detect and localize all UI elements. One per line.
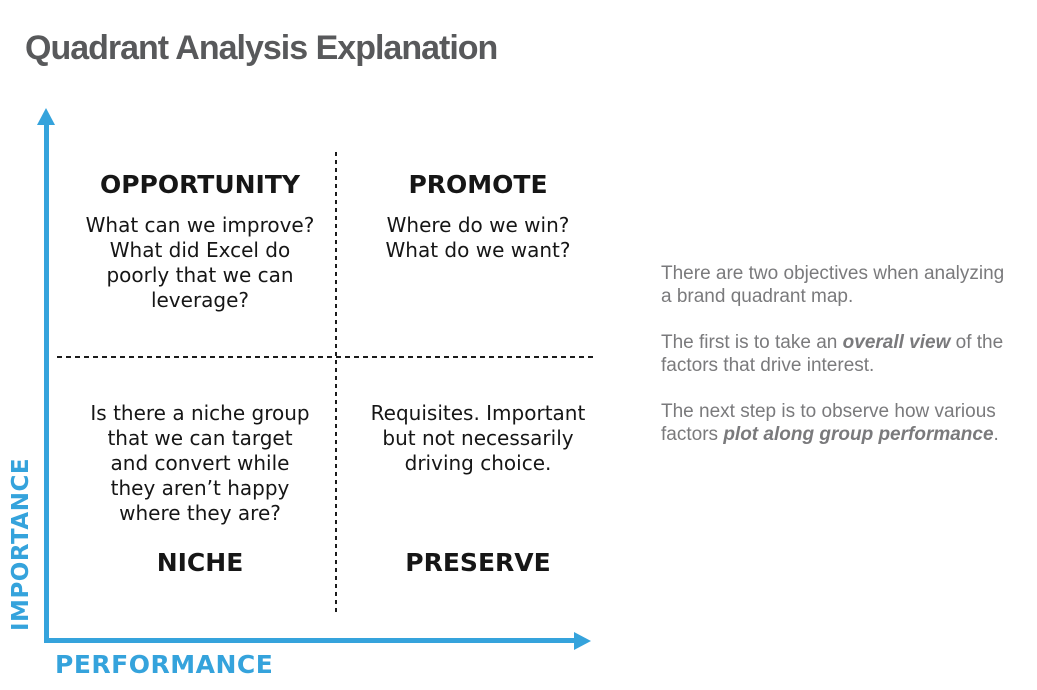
- explanation-panel: There are two objectives when analyzing …: [661, 262, 1033, 469]
- y-axis-arrow-icon: [37, 108, 55, 125]
- horizontal-divider-dashed-line: [57, 356, 597, 358]
- vertical-divider-dashed-line: [335, 152, 337, 612]
- quadrant-opportunity-body: What can we improve? What did Excel do p…: [85, 213, 315, 312]
- paragraph-text: There are two objectives when analyzing …: [661, 263, 1005, 307]
- paragraph-text: The first is to take an: [661, 332, 843, 353]
- y-axis-line: [44, 124, 49, 640]
- explanation-paragraph-objectives: There are two objectives when analyzing …: [661, 262, 1033, 308]
- explanation-paragraph-plot-performance: The next step is to observe how various …: [661, 400, 1033, 446]
- x-axis-label: PERFORMANCE: [55, 650, 274, 679]
- x-axis-line: [44, 638, 577, 643]
- y-axis-label: IMPORTANCE: [8, 457, 34, 631]
- quadrant-preserve-heading: PRESERVE: [405, 548, 551, 577]
- quadrant-opportunity-heading: OPPORTUNITY: [99, 170, 300, 199]
- explanation-paragraph-overall-view: The first is to take an overall view of …: [661, 331, 1033, 377]
- quadrant-niche-heading: NICHE: [156, 548, 244, 577]
- x-axis-arrow-icon: [574, 632, 591, 650]
- page-title: Quadrant Analysis Explanation: [25, 28, 498, 67]
- quadrant-promote-heading: PROMOTE: [408, 170, 548, 199]
- quadrant-preserve-body: Requisites. Important but not necessaril…: [370, 401, 586, 475]
- paragraph-emphasis-text: overall view: [842, 332, 951, 353]
- paragraph-text: The next step is to observe how various …: [661, 401, 996, 445]
- quadrant-niche-body: Is there a niche group that we can targe…: [90, 401, 310, 525]
- paragraph-text: .: [993, 424, 999, 445]
- paragraph-emphasis-text: plot along group performance: [723, 424, 994, 445]
- paragraph-text: of the factors that drive interest.: [661, 332, 1004, 376]
- quadrant-promote-body: Where do we win? What do we want?: [385, 213, 571, 262]
